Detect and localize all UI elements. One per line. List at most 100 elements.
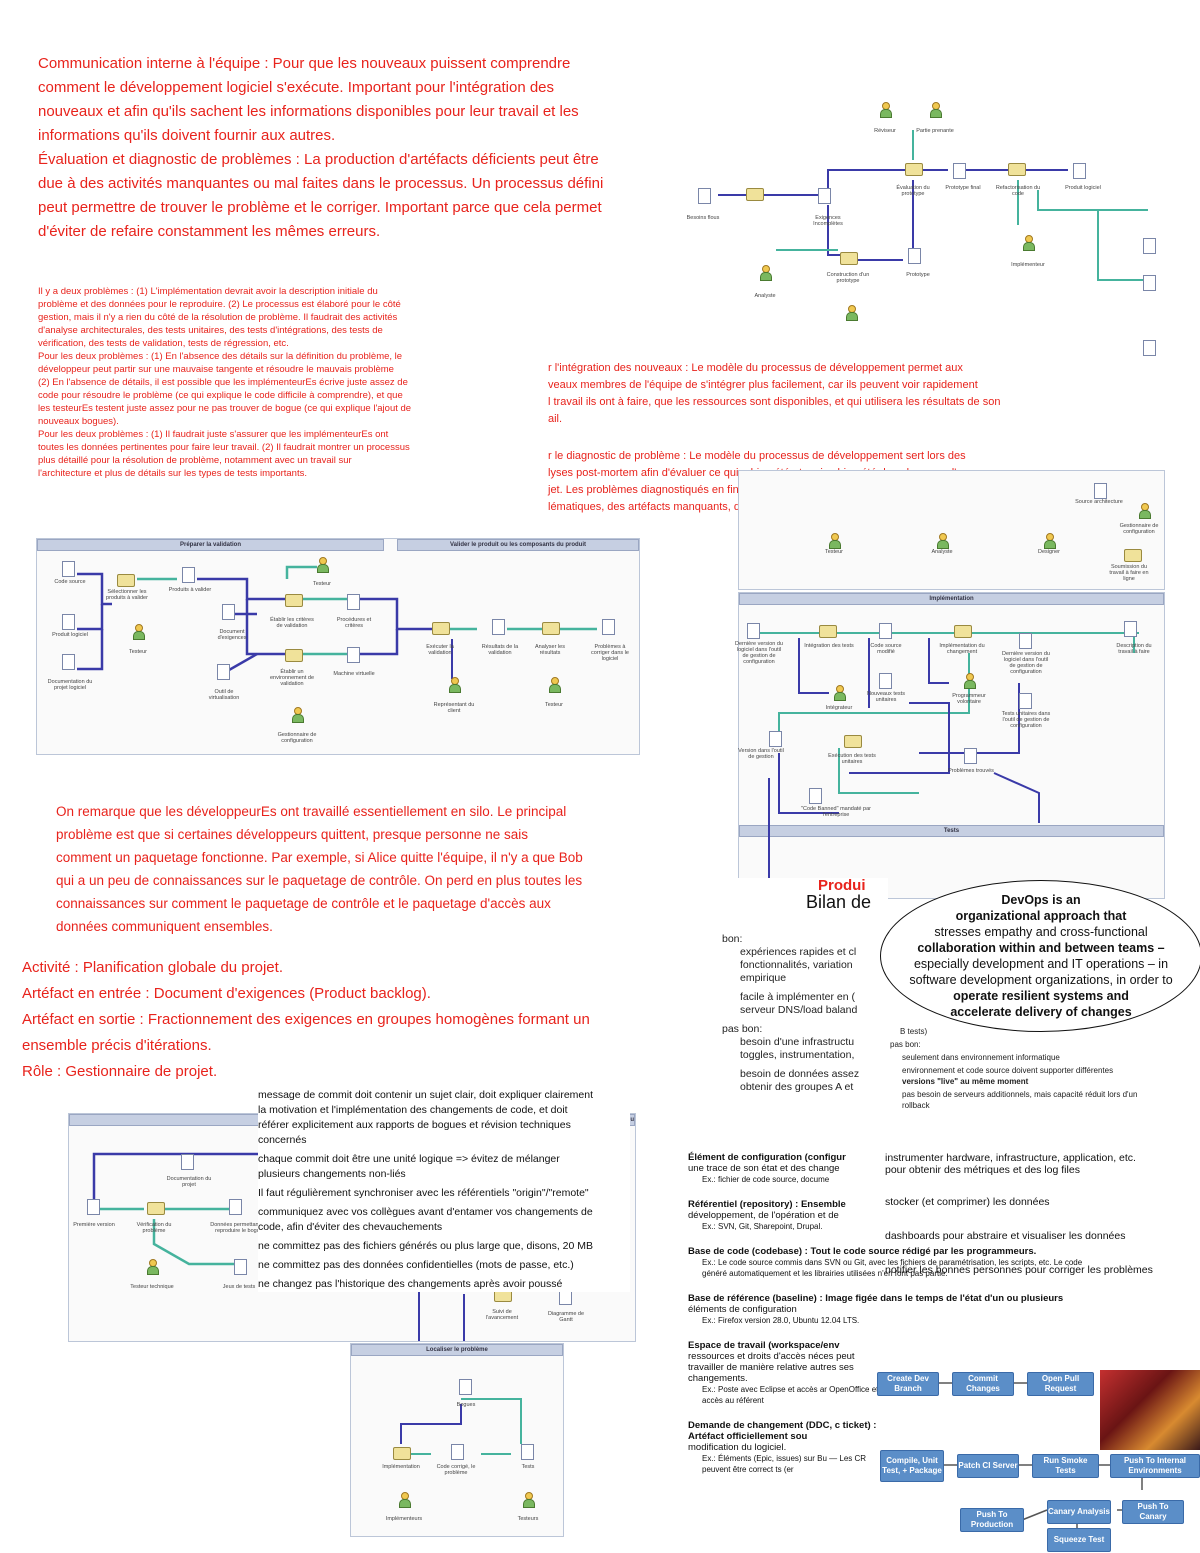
- implementation-activity-icon: [393, 1447, 411, 1460]
- environment-label: Établir un environnement de validation: [269, 669, 315, 687]
- tech-tester-label: Testeur technique: [130, 1284, 174, 1290]
- monitoring-item: instrumenter hardware, infrastructure, a…: [885, 1152, 1136, 1164]
- version-doc-icon: [769, 731, 782, 747]
- integrator-label: Intégrateur: [825, 705, 853, 711]
- documentation-doc-icon: [181, 1154, 194, 1170]
- config-manager-label: Gestionnaire de configuration: [1119, 523, 1159, 535]
- prototype-label: Prototype: [906, 272, 930, 278]
- devops-line: software development organizations, in o…: [909, 973, 1173, 987]
- pipeline-arrows: [937, 1382, 1143, 1528]
- submission-activity-icon: [1124, 549, 1142, 562]
- text-line: code pour résoudre le problème (ce qui e…: [38, 390, 403, 401]
- config-manager-role-icon: [292, 707, 304, 723]
- text-line: référer explicitement aux rapports de bo…: [258, 1119, 571, 1131]
- virtualization-tool-doc-icon: [217, 664, 230, 680]
- text-line: d'éviter de refaire constamment les même…: [38, 223, 381, 240]
- bugs-label: Bogues: [456, 1402, 476, 1408]
- monitoring-item: pour obtenir des métriques et des log fi…: [885, 1164, 1080, 1176]
- tester-label: Testeur: [824, 549, 844, 555]
- select-activity-icon: [117, 574, 135, 587]
- tester-role-icon: [549, 677, 561, 693]
- role-icon: [846, 305, 858, 321]
- text-line: comment un paquetage fonctionne. Par exe…: [56, 850, 583, 865]
- monitoring-item: notifier les bonnes personnes pour corri…: [885, 1264, 1153, 1276]
- programmer-role-icon: [964, 673, 976, 689]
- devops-line: operate resilient systems and: [953, 989, 1129, 1003]
- text-line: Rôle : Gestionnaire de projet.: [22, 1063, 218, 1080]
- bilan-item: pas bon:: [722, 1023, 763, 1035]
- text-line: Communication interne à l'équipe : Pour …: [38, 55, 571, 72]
- product-doc-icon: [1073, 163, 1086, 179]
- lane-header: Valider le produit ou les composants du …: [397, 539, 639, 551]
- latest-version-doc-icon: [1019, 633, 1032, 649]
- procedures-doc-icon: [347, 594, 360, 610]
- source-code-label: Code source: [54, 579, 86, 585]
- bilan-right-item: rollback: [902, 1101, 930, 1110]
- bilan-title-black: Bilan de: [806, 892, 872, 912]
- select-label: Sélectionner les produits à valider: [106, 589, 148, 601]
- text-line: ne committez pas des données confidentie…: [258, 1259, 574, 1271]
- config-manager-role-icon: [1139, 503, 1151, 519]
- pipeline-step: Push To Internal Environments: [1110, 1454, 1200, 1478]
- tracking-label: Suivi de l'avancement: [485, 1309, 519, 1321]
- config-manager-label: Gestionnaire de configuration: [277, 732, 317, 744]
- bilan-item: besoin d'une infrastructu: [740, 1036, 855, 1048]
- glossary-term: Référentiel (repository) : Ensemble: [688, 1199, 846, 1210]
- execute-validation-label: Exécuter la validation: [426, 644, 454, 656]
- bugs-doc-icon: [459, 1379, 472, 1395]
- text-line: gestion, mais il n'y a rien du côté de l…: [38, 312, 398, 323]
- diagram-arrows: [92, 1152, 465, 1341]
- products-doc-icon: [182, 567, 195, 583]
- bilan-item: facile à implémenter en (: [740, 991, 855, 1003]
- bilan-block: Produi Bilan de bon: expériences rapides…: [718, 878, 888, 1093]
- designer-role-icon: [1044, 533, 1056, 549]
- glossary-example: Ex.: SVN, Git, Sharepoint, Drupal.: [702, 1222, 823, 1231]
- validation-diagram: Préparer la validation Valider le produi…: [36, 538, 640, 755]
- code-banned-doc-icon: [809, 788, 822, 804]
- glossary-term: Demande de changement (DDC, c ticket) : …: [688, 1420, 877, 1442]
- text-line: problème et des données pour le reprodui…: [38, 299, 401, 310]
- devops-line: DevOps is an: [1001, 893, 1081, 907]
- bilan-right-item: seulement dans environnement informatiqu…: [902, 1053, 1060, 1062]
- devops-line: accelerate delivery of changes: [950, 1005, 1132, 1019]
- prototype-process-diagram: Réviseur Partie prenante Besoins flous E…: [687, 100, 1160, 362]
- bilan-item: expériences rapides et cl: [740, 946, 857, 958]
- delivery-pipeline: Create Dev Branch Commit Changes Open Pu…: [872, 1370, 1200, 1552]
- refactor-label: Refactorisation du code: [995, 185, 1041, 197]
- text-line: communiquez avec vos collègues avant d'e…: [258, 1206, 593, 1218]
- analyst-role-icon: [760, 265, 772, 281]
- fixed-code-label: Code corrigé, le problème: [436, 1464, 476, 1476]
- pipeline-step: Open Pull Request: [1027, 1372, 1094, 1396]
- lane-header: Préparer la validation: [37, 539, 384, 551]
- devops-line: especially development and IT operations…: [913, 957, 1169, 971]
- pipeline-step: Run Smoke Tests: [1032, 1454, 1099, 1478]
- text-line: (2) En l'absence de détails, il est poss…: [38, 377, 408, 388]
- tech-tester-role-icon: [147, 1259, 159, 1275]
- implementation-label: Implémentation: [382, 1464, 420, 1470]
- devops-line: organizational approach that: [955, 909, 1127, 923]
- monitoring-item: dashboards pour abstraire et visualiser …: [885, 1230, 1126, 1242]
- validation-results-label: Résultats de la validation: [481, 644, 519, 656]
- text-line: Il faut régulièrement synchroniser avec …: [258, 1187, 589, 1199]
- glossary-example: Ex.: Firefox version 28.0, Ubuntu 12.04 …: [702, 1316, 860, 1325]
- designer-label: Designer: [1037, 549, 1060, 555]
- tester-label: Testeur: [544, 702, 564, 708]
- text-line: code, afin d'éviter des chevauchements: [258, 1221, 443, 1233]
- problems-doc-icon: [602, 619, 615, 635]
- software-product-label: Produit logiciel: [52, 632, 88, 638]
- text-line: vérification, des tests de validation, t…: [38, 338, 289, 349]
- text-line: d'analyse architecturales, des tests uni…: [38, 325, 383, 336]
- text-line: Il y a deux problèmes : (1) L'implémenta…: [38, 286, 378, 297]
- text-line: due à des activités manquantes ou mal fa…: [38, 175, 604, 192]
- validation-results-doc-icon: [492, 619, 505, 635]
- prototype-doc-icon: [908, 248, 921, 264]
- problems-found-label: Problèmes trouvés: [948, 768, 994, 774]
- text-line: plusieurs changements non-liés: [258, 1168, 406, 1180]
- integration-activity-icon: [819, 625, 837, 638]
- pipeline-step: Patch CI Server: [957, 1454, 1019, 1478]
- text-line: toutes les données pertinentes pour fair…: [38, 442, 410, 453]
- glossary-term: Espace de travail (workspace/env: [688, 1340, 840, 1351]
- glossary-entry: Référentiel (repository) : Ensemble déve…: [668, 1199, 883, 1232]
- tester-role-icon: [317, 557, 329, 573]
- build-proto-activity-icon: [840, 252, 858, 265]
